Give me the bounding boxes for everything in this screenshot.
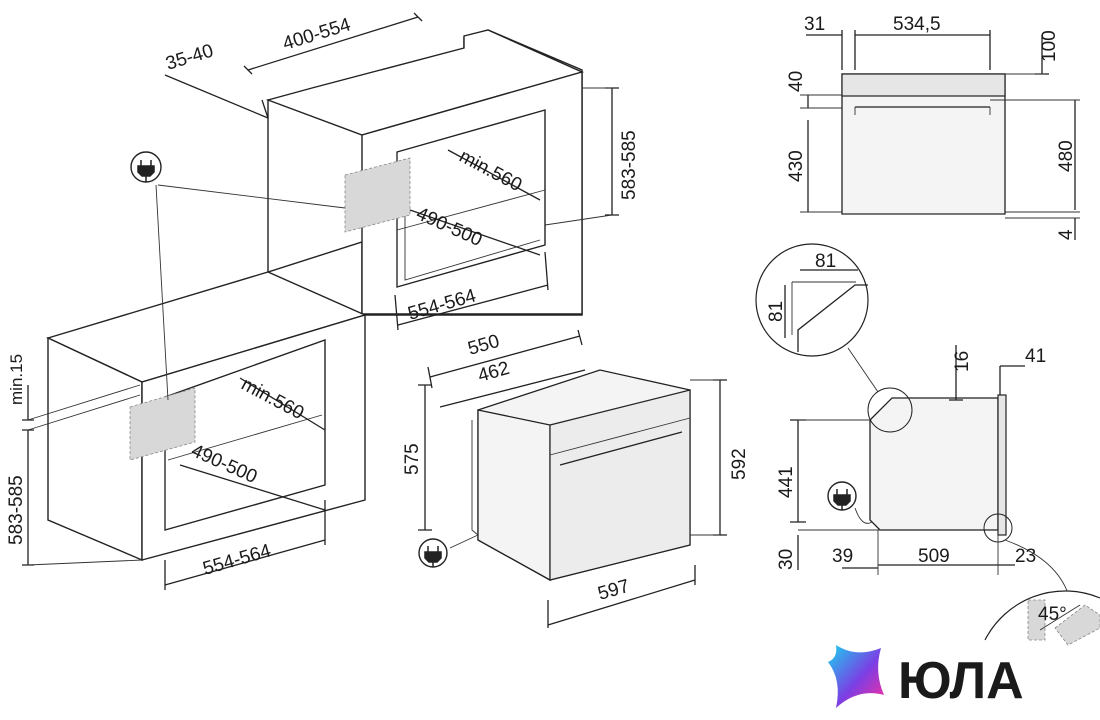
oven-side-view: [867, 387, 1071, 601]
brand-name: ЮЛА: [898, 652, 1024, 710]
brand-logo: ЮЛА: [826, 640, 1086, 715]
angle-detail: [984, 590, 1100, 646]
dim-oven-height: 575: [402, 443, 423, 475]
dimension-lines-lower: [22, 377, 326, 590]
dim-side-top: 16: [952, 351, 973, 372]
oven-3d: [449, 369, 691, 582]
corner-detail: [755, 243, 879, 393]
dimension-lines-upper: [164, 12, 619, 331]
plug-icon-center: [418, 538, 448, 568]
dim-front-top: 100: [1039, 30, 1060, 62]
lower-cabinet: [46, 271, 368, 562]
dim-front-total: 480: [1056, 140, 1077, 172]
dim-detail-a: 81: [815, 251, 836, 272]
dimension-lines-side: [790, 345, 1025, 575]
brand-star-icon: [828, 645, 884, 708]
oven-front-view: [841, 73, 1006, 215]
dim-front-bottom: 4: [1056, 229, 1077, 240]
dim-front-door: 430: [786, 150, 807, 182]
dim-low-height: 583-585: [6, 475, 27, 545]
dim-angle: 45°: [1038, 604, 1067, 625]
dimension-lines-front: [800, 30, 1080, 240]
dim-side-door: 23: [1015, 546, 1036, 567]
dim-side-left: 39: [832, 546, 853, 567]
plug-icon-right: [827, 481, 873, 524]
upper-cabinet: [265, 29, 585, 316]
dim-front-panel: 40: [786, 71, 807, 92]
dim-low-gap: min.15: [7, 354, 26, 405]
plug-icon-left: [130, 151, 162, 183]
dim-oven-body: 462: [476, 358, 512, 387]
dim-side-right: 41: [1025, 346, 1046, 367]
dim-detail-b: 81: [766, 301, 787, 322]
dim-side-height: 441: [776, 466, 797, 498]
dim-oven-depth: 550: [466, 331, 502, 360]
dimension-lines-oven: [418, 329, 727, 628]
dim-side-depth: 509: [918, 546, 950, 567]
dim-cab-top-depth: 35-40: [163, 40, 216, 74]
dim-front-left: 31: [804, 14, 825, 35]
dim-low-width: 554-564: [201, 540, 274, 580]
dim-front-width: 534,5: [893, 14, 941, 35]
dim-side-bottom: 30: [776, 549, 797, 570]
dim-cab-height: 583-585: [619, 130, 640, 200]
dim-oven-front-height: 592: [729, 448, 750, 480]
